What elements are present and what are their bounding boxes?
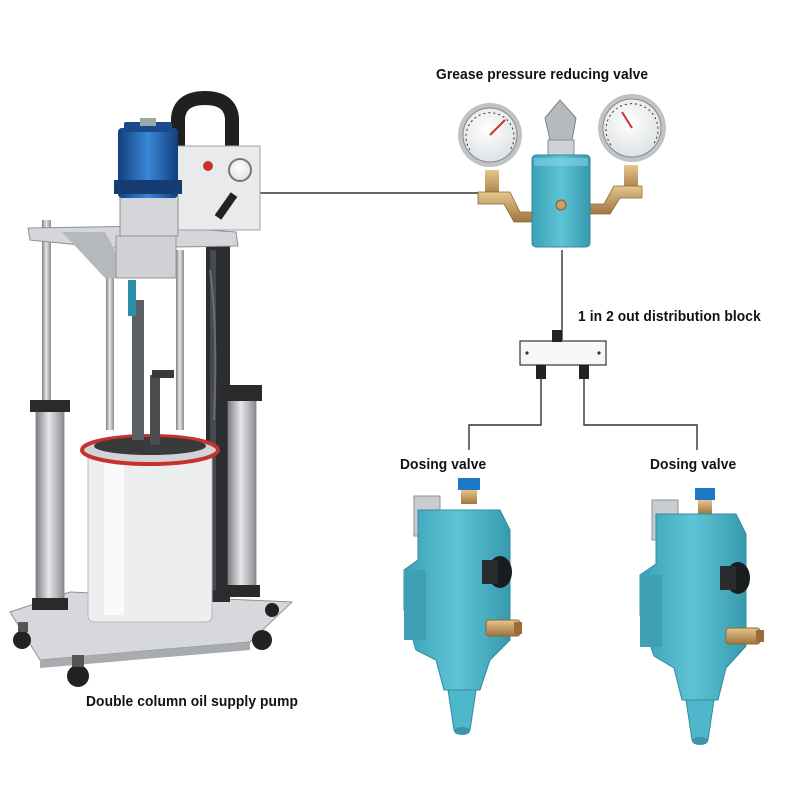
pump-left-cylinder — [30, 400, 70, 610]
distribution-block — [520, 330, 606, 379]
supply-pump-illustration — [10, 98, 292, 687]
pump-control-box — [172, 146, 260, 230]
dosing-valve-right-label: Dosing valve — [650, 456, 736, 473]
dosing-valve-left-label: Dosing valve — [400, 456, 486, 473]
push-fitting-icon — [458, 478, 480, 504]
dosing-valve-left-illustration — [404, 478, 522, 735]
block-to-left-valve-line — [469, 375, 541, 450]
hex-nut-icon — [545, 100, 576, 156]
push-fitting-icon — [695, 488, 715, 514]
pump-air-motor — [114, 118, 182, 236]
grease-bucket — [82, 436, 218, 622]
pressure-valve-illustration — [458, 94, 666, 247]
dosing-valve-right-illustration — [640, 488, 764, 745]
pump-right-cylinder — [222, 385, 262, 597]
distribution-block-label: 1 in 2 out distribution block — [578, 308, 761, 325]
pressure-gauge-icon — [598, 94, 666, 193]
supply-pump-label: Double column oil supply pump — [86, 693, 298, 710]
pressure-valve-label: Grease pressure reducing valve — [436, 66, 648, 83]
pressure-gauge-icon — [458, 103, 522, 198]
block-to-right-valve-line — [584, 375, 697, 450]
